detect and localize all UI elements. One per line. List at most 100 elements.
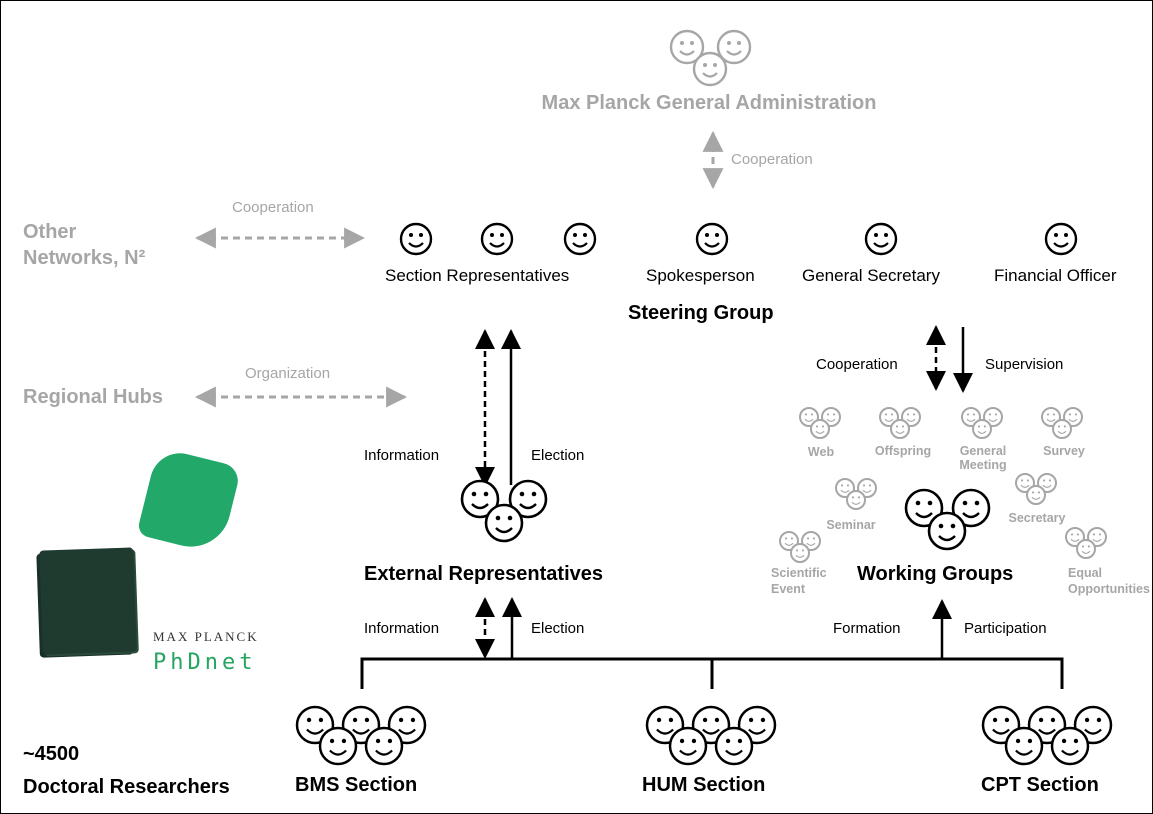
smiley-mouth [748,728,766,735]
regional-hubs-organization-label: Organization [245,365,331,382]
smiley-mouth [895,430,905,434]
smiley-eye [1084,717,1090,723]
admin-group-icon [669,29,752,87]
logo-phdnet-text: PhDnet [153,650,257,675]
smiley-eye [994,413,998,416]
smiley-mouth [851,501,861,505]
smiley-eye [795,549,799,552]
wg-survey-icon [1041,407,1083,439]
smiley-mouth [1061,749,1079,756]
smiley-mouth [398,728,416,735]
smiley-eye [306,717,312,723]
smiley-mouth [977,430,987,434]
smiley-eye [1068,413,1072,416]
smiley-mouth [1070,538,1080,542]
smiley-mouth [679,749,697,756]
smiley-eye [1048,479,1052,482]
formation-label: Formation [833,620,901,637]
smiley-eye [840,484,844,487]
smiley-mouth [906,418,916,422]
smiley-eye [1074,413,1078,416]
smiley-eye [714,717,720,723]
smiley-eye [1050,717,1056,723]
regional-hubs-label: Regional Hubs [23,386,164,408]
smiley-mouth [884,418,894,422]
smiley-eye [1076,533,1080,536]
logo-max-planck-text: MAX PLANCK [153,629,259,644]
smiley-mouth [375,749,393,756]
external-group-icon [460,479,548,543]
smiley-eye [983,425,987,428]
external-representatives-title: External Representatives [364,563,604,585]
wg-general-meeting-label: General Meeting [959,444,1007,473]
smiley-icon [1044,222,1078,256]
smiley-eye [895,425,899,428]
smiley-eye [812,537,816,540]
cpt-section-label: CPT Section [981,774,1099,796]
smiley-mouth [815,430,825,434]
smiley-icon [864,222,898,256]
supervision-label: Supervision [985,356,1064,373]
wg-scientific-event-label: Scientific Event [771,566,827,596]
other-networks-label: Other Networks, N² [23,221,146,269]
smiley-eye [1098,533,1102,536]
smiley-mouth [992,728,1010,735]
smiley-eye [398,717,404,723]
admin-title: Max Planck General Administration [541,92,877,114]
smiley-eye [748,717,754,723]
smiley-icon [399,222,433,256]
section-representatives-label: Section Representatives [385,266,570,285]
smiley-mouth [1046,418,1056,422]
wg-web-icon [799,407,841,439]
wg-general-meeting-icon [961,407,1003,439]
smiley-mouth [826,418,836,422]
smiley-eye [806,537,810,540]
smiley-mouth [804,418,814,422]
smiley-mouth [1092,538,1102,542]
smiley-eye [341,738,347,744]
wg-offspring-label: Offspring [874,444,932,458]
hum-section-icon [645,705,777,766]
smiley-eye [1038,717,1044,723]
cpt-section-icon [981,705,1113,766]
other-networks-cooperation-label: Cooperation [232,199,314,216]
wg-secretary-label: Secretary [1008,511,1066,525]
working-groups-title: Working Groups [857,563,1014,585]
smiley-mouth [1081,550,1091,554]
working-groups-icon [904,488,991,551]
smiley-eye [387,738,393,744]
smiley-eye [1027,738,1033,744]
wg-survey-label: Survey [1043,444,1085,458]
spokesperson-label: Spokesperson [646,266,755,285]
smiley-mouth [784,542,794,546]
smiley-eye [1046,413,1050,416]
smiley-eye [364,717,370,723]
smiley-eye [972,413,976,416]
smiley-eye [784,537,788,540]
smiley-eye [375,738,381,744]
wg-seminar-icon [835,478,877,510]
smiley-eye [884,413,888,416]
smiley-mouth [352,728,370,735]
smiley-eye [1026,479,1030,482]
smiley-eye [890,413,894,416]
smiley-eye [790,537,794,540]
smiley-eye [1070,533,1074,536]
smiley-eye [868,484,872,487]
smiley-eye [1052,413,1056,416]
wg-equal-opportunities-label: Equal Opportunities [1068,566,1150,596]
smiley-mouth [840,489,850,493]
smiley-eye [656,717,662,723]
information-lower-label: Information [364,620,440,637]
smiley-eye [815,425,819,428]
steering-group-title: Steering Group [628,302,774,324]
sections-bracket [360,657,1064,689]
smiley-mouth [1042,484,1052,488]
wg-offspring-icon [879,407,921,439]
bms-section-label: BMS Section [295,774,418,796]
smiley-eye [857,496,861,499]
smiley-eye [691,738,697,744]
smiley-eye [1073,738,1079,744]
smiley-eye [1037,491,1041,494]
